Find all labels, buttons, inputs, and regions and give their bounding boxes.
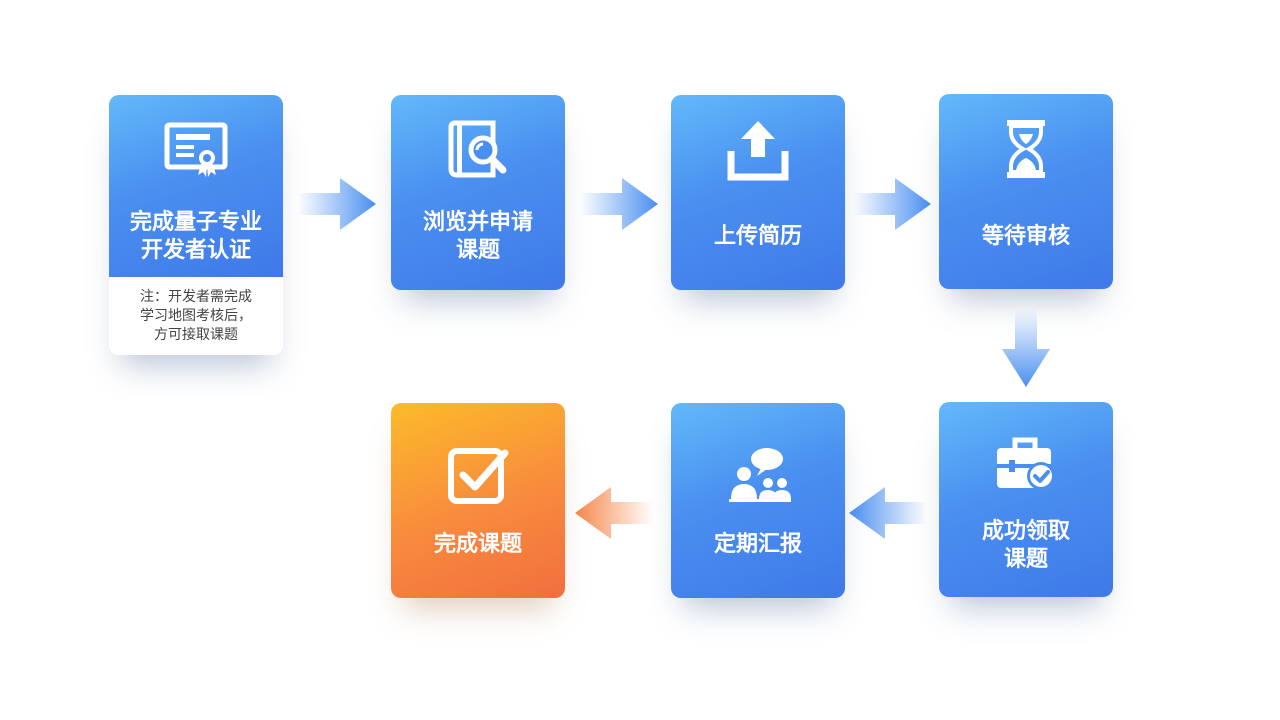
step-browse-card: 浏览并申请 课题 [391, 95, 565, 290]
step-complete-label: 完成课题 [397, 531, 559, 559]
checkbox-icon [443, 441, 513, 511]
upload-icon [723, 115, 793, 185]
arrow-right-1 [298, 176, 378, 232]
book-search-icon [443, 115, 513, 185]
meeting-icon [723, 441, 793, 511]
note-line2: 学习地图考核后， [140, 308, 252, 324]
arrow-right-2 [580, 176, 660, 232]
step-certify-note: 注：开发者需完成 学习地图考核后， 方可接取课题 [109, 288, 283, 345]
step-report-label: 定期汇报 [677, 531, 839, 559]
arrow-left-2 [573, 485, 653, 541]
step-complete-card: 完成课题 [391, 403, 565, 598]
step-report-label-line1: 定期汇报 [713, 532, 802, 557]
step-upload-label-line1: 上传简历 [713, 224, 802, 249]
hourglass-icon [991, 114, 1061, 184]
note-line1: 注：开发者需完成 [140, 289, 252, 305]
step-browse-label-line1: 浏览并申请 [422, 210, 533, 235]
briefcase-check-icon [991, 430, 1061, 500]
step-browse-label: 浏览并申请 课题 [397, 209, 559, 265]
step-review-label-line1: 等待审核 [981, 224, 1070, 249]
step-upload-card: 上传简历 [671, 95, 845, 290]
step-certify-label-line1: 完成量子专业 [129, 210, 262, 235]
step-browse-label-line2: 课题 [455, 238, 500, 263]
step-certify-label-line2: 开发者认证 [140, 238, 251, 263]
certificate-icon [161, 115, 231, 185]
step-certify-header: 完成量子专业 开发者认证 [109, 95, 283, 277]
step-claim-label-line1: 成功领取 [981, 519, 1070, 544]
step-complete-label-line1: 完成课题 [433, 532, 522, 557]
note-line3: 方可接取课题 [154, 327, 238, 343]
step-certify-label: 完成量子专业 开发者认证 [115, 209, 277, 265]
step-certify-card: 完成量子专业 开发者认证 注：开发者需完成 学习地图考核后， 方可接取课题 [109, 95, 283, 355]
arrow-right-3 [853, 176, 933, 232]
step-claim-label: 成功领取 课题 [945, 518, 1107, 574]
step-claim-label-line2: 课题 [1003, 547, 1048, 572]
step-review-label: 等待审核 [945, 223, 1107, 251]
step-claim-card: 成功领取 课题 [939, 402, 1113, 597]
arrow-down [1002, 309, 1050, 389]
step-upload-label: 上传简历 [677, 223, 839, 251]
step-review-card: 等待审核 [939, 94, 1113, 289]
arrow-left-1 [847, 485, 927, 541]
step-report-card: 定期汇报 [671, 403, 845, 598]
